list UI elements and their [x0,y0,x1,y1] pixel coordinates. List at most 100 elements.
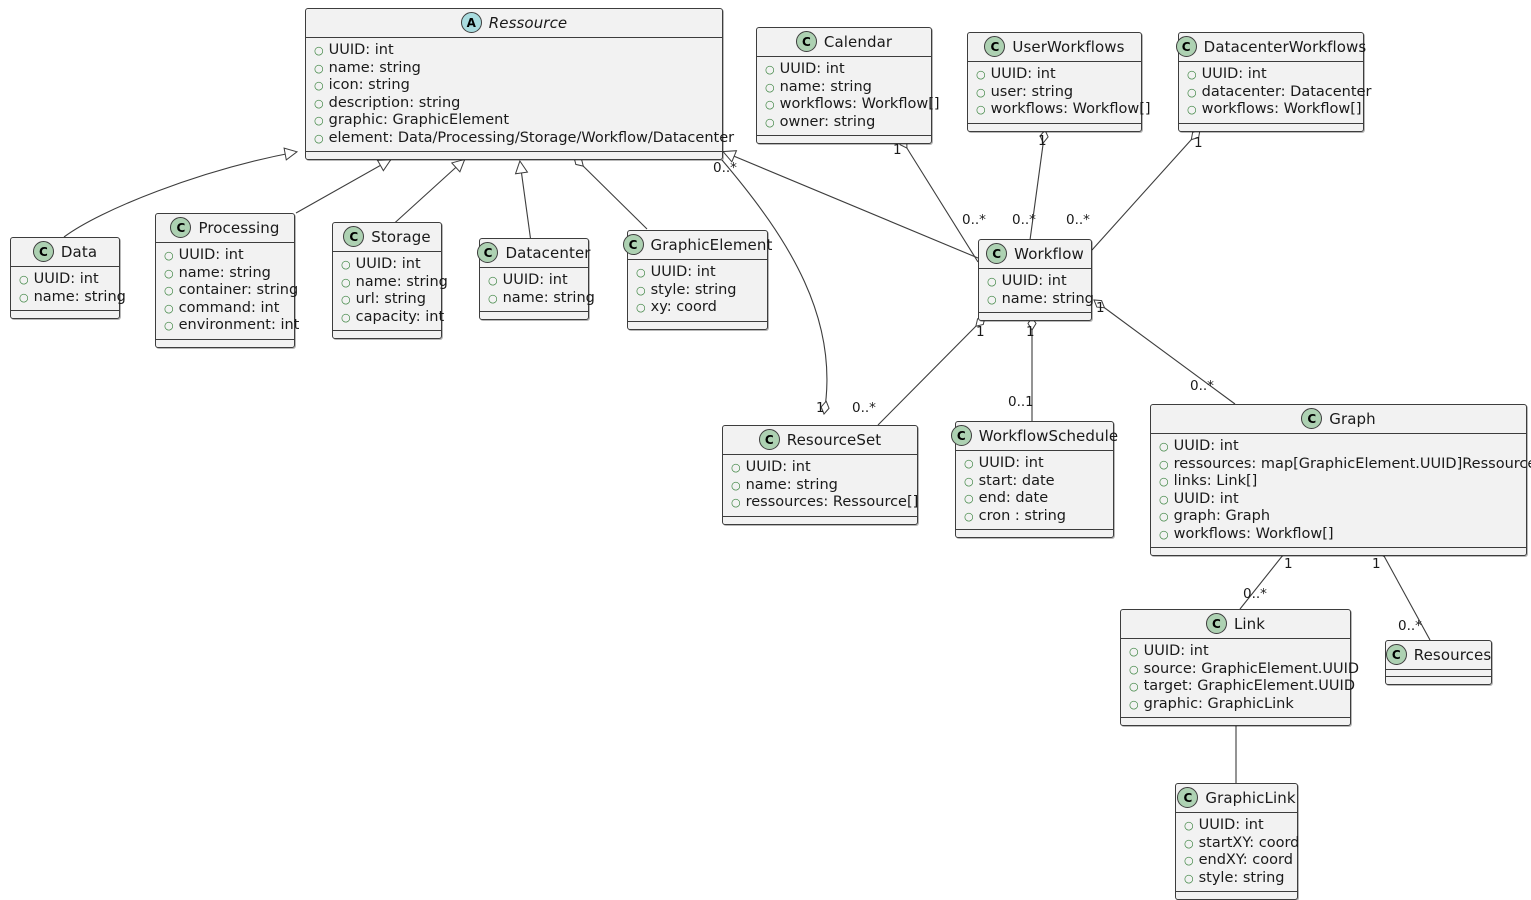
visibility-icon: ○ [488,274,498,287]
visibility-icon: ○ [976,103,986,116]
attribute-text: name: string [33,288,126,305]
class-icon: C [984,36,1006,57]
attribute-row: ○ datacenter: Datacenter [1187,84,1371,102]
attribute-text: owner: string [779,113,876,130]
visibility-icon: ○ [1187,85,1197,99]
attribute-text: UUID: int [779,61,845,77]
class-box-datacenter[interactable]: C Datacenter ○UUID: int ○name: string [477,238,595,320]
visibility-icon: ○ [964,492,974,505]
attribute-row: ○UUID: int [964,455,1107,473]
attribute-row: ○endXY: coord [1184,852,1293,870]
multiplicity-label: 0..* [1012,212,1036,228]
attribute-row: ○ressources: map[GraphicElement.UUID]Res… [1159,456,1531,474]
class-name-resources: Resources [1413,645,1492,664]
class-header-graph: C Graph [1151,405,1526,434]
visibility-icon: ○ [314,44,324,57]
multiplicity-label: 1 [1026,324,1035,340]
class-header-graphiclink: C GraphicLink [1176,784,1297,813]
attribute-row: ○startXY: coord [1184,835,1299,853]
class-box-ressource[interactable]: A Ressource ○UUID: int ○name: string ○ic… [305,8,734,160]
class-name-processing: Processing [198,218,280,237]
attribute-row: ○name: string [164,265,288,283]
class-box-resources[interactable]: C Resources [1385,640,1492,685]
visibility-icon: ○ [1129,645,1139,658]
visibility-icon: ○ [765,80,775,94]
class-box-userworkflows[interactable]: C UserWorkflows ○UUID: int ○user: string… [967,32,1151,132]
class-box-link[interactable]: C Link ○UUID: int ○source: GraphicElemen… [1120,609,1359,726]
class-box-data[interactable]: C Data ○UUID: int ○name: string [10,237,126,319]
class-attributes-graph: ○ UUID: int ○ressources: map[GraphicEleme… [1151,434,1531,548]
multiplicity-label: 0..1 [1008,394,1034,410]
attribute-row: ○capacity: int [341,309,444,327]
attribute-row: ○ environment: int [164,317,299,335]
attribute-row: ○owner: string [765,114,925,132]
attribute-row: ○graphic: GraphicLink [1129,696,1344,714]
visibility-icon: ○ [164,319,174,332]
class-attributes-userworkflows: ○UUID: int ○user: string ○workflows: Wor… [968,62,1151,124]
class-methods-storage [333,331,441,338]
attribute-text: UUID: int [1173,490,1239,507]
class-box-workflowschedule[interactable]: C WorkflowSchedule ○UUID: int ○start: da… [950,421,1118,538]
attribute-row: ○ressources: Ressource[] [731,494,918,512]
attribute-row: ○start: date [964,473,1107,491]
visibility-icon: ○ [765,98,775,111]
attribute-text: url: string [355,291,426,307]
attribute-text: name: string [355,273,448,290]
class-name-workflow: Workflow [1014,244,1084,263]
class-box-resourceset[interactable]: C ResourceSet ○UUID: int ○name: string ○… [722,425,918,525]
visibility-icon: ○ [1184,836,1194,850]
class-name-data: Data [60,242,98,261]
class-box-graphicelement[interactable]: C GraphicElement ○UUID: int ○style: stri… [622,230,772,330]
class-icon: C [1205,613,1227,634]
class-box-calendar[interactable]: C Calendar ○UUID: int ○name: string ○wor… [756,27,940,144]
attribute-row: ○workflows: Workflow[] [1187,101,1362,119]
class-box-storage[interactable]: C Storage ○UUID: int ○name: string ○url:… [332,222,448,339]
class-header-workflow: C Workflow [979,240,1091,269]
attribute-text: workflows: Workflow[] [1173,525,1334,542]
class-header-resourceset: C ResourceSet [723,426,917,455]
class-box-processing[interactable]: C Processing ○UUID: int ○name: string ○c… [155,213,299,348]
attribute-text: UUID: int [1001,273,1067,289]
attribute-text: cron : string [978,507,1067,524]
class-name-resourceset: ResourceSet [786,430,882,449]
attribute-row: ○UUID: int [987,273,1085,291]
attribute-text: UUID: int [650,264,716,280]
attribute-text: links: Link[] [1173,473,1258,489]
attribute-row: ○name: string [314,60,716,78]
attribute-row: ○name: string [987,291,1094,309]
visibility-icon: ○ [1159,440,1169,453]
attribute-text: name: string [328,59,421,76]
attribute-row: ○description: string [314,95,716,113]
multiplicity-label: 1 [1096,300,1105,316]
edge-calendar-workflow [899,136,979,263]
class-header-datacenterworkflows: C DatacenterWorkflows [1175,33,1366,62]
attribute-text: UUID: int [978,455,1044,471]
class-icon: C [986,243,1008,264]
attribute-text: UUID: int [1173,438,1239,454]
attribute-row: ○name: string [765,79,925,97]
attribute-text: datacenter: Datacenter [1201,83,1372,100]
class-box-graph[interactable]: C Graph ○ UUID: int ○ressources: map[Grap… [1150,404,1531,556]
visibility-icon: ○ [731,496,741,509]
class-name-graphiclink: GraphicLink [1205,788,1296,807]
class-box-graphiclink[interactable]: C GraphicLink ○UUID: int ○startXY: coord… [1175,783,1299,900]
attribute-text: endXY: coord [1198,852,1293,868]
multiplicity-label: 0..* [962,212,986,228]
attribute-row: ○name: string [731,477,911,495]
visibility-icon: ○ [1129,662,1139,676]
visibility-icon: ○ [341,258,351,271]
class-box-workflow[interactable]: C Workflow ○UUID: int ○name: string [978,239,1094,321]
attribute-text: environment: int [178,317,300,333]
attribute-text: element: Data/Processing/Storage/Workflo… [328,129,735,146]
attribute-text: UUID: int [1201,66,1267,82]
class-header-storage: C Storage [333,223,441,252]
attribute-text: icon: string [328,77,410,93]
attribute-row: ○UUID: int [1187,66,1357,84]
attribute-text: name: string [745,476,838,493]
class-box-datacenterworkflows[interactable]: C DatacenterWorkflows ○UUID: int ○ datace… [1175,32,1371,132]
attribute-text: ressources: map[GraphicElement.UUID]Ress… [1173,455,1531,472]
visibility-icon: ○ [314,79,324,92]
attribute-text: UUID: int [355,256,421,272]
visibility-icon: ○ [976,85,986,99]
class-attributes-link: ○UUID: int ○source: GraphicElement.UUID … [1121,639,1359,718]
